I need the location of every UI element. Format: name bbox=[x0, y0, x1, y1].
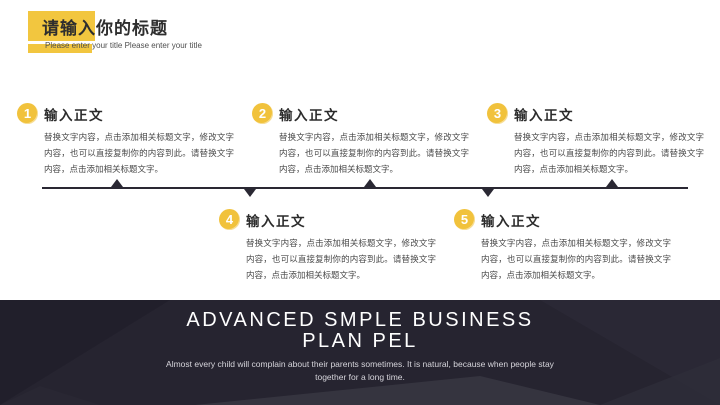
number-badge-4: 4 bbox=[219, 209, 240, 230]
item-body-text: 替换文字内容，点击添加相关标题文字，修改文字内容，也可以直接复制你的内容到此。请… bbox=[481, 238, 671, 280]
item-body-text: 替换文字内容，点击添加相关标题文字，修改文字内容，也可以直接复制你的内容到此。请… bbox=[246, 238, 436, 280]
footer-title-line2[interactable]: PLAN PEL bbox=[302, 330, 418, 352]
list-item-4[interactable]: 4 输入正文 替换文字内容，点击添加相关标题文字，修改文字内容，也可以直接复制你… bbox=[219, 209, 441, 283]
list-item-2[interactable]: 2 输入正文 替换文字内容，点击添加相关标题文字，修改文字内容，也可以直接复制你… bbox=[252, 103, 474, 177]
footer-polygon-decoration bbox=[0, 300, 720, 405]
footer-title-line1[interactable]: ADVANCED SMPLE BUSINESS bbox=[186, 309, 534, 331]
title-highlight-bar bbox=[28, 11, 95, 41]
number-badge-5: 5 bbox=[454, 209, 475, 230]
list-item-1[interactable]: 1 输入正文 替换文字内容，点击添加相关标题文字，修改文字内容，也可以直接复制你… bbox=[17, 103, 239, 177]
number-badge-1: 1 bbox=[17, 103, 38, 124]
item-heading: 输入正文 bbox=[44, 107, 104, 123]
item-heading: 输入正文 bbox=[279, 107, 339, 123]
item-heading: 输入正文 bbox=[481, 213, 541, 229]
page-title[interactable]: 请输入你的标题 bbox=[42, 19, 168, 38]
item-body-text: 替换文字内容，点击添加相关标题文字，修改文字内容，也可以直接复制你的内容到此。请… bbox=[44, 132, 234, 174]
timeline-arrow-up-icon bbox=[111, 179, 123, 187]
list-item-5[interactable]: 5 输入正文 替换文字内容，点击添加相关标题文字，修改文字内容，也可以直接复制你… bbox=[454, 209, 676, 283]
subtitle-highlight-bar bbox=[28, 44, 92, 53]
footer-subtitle[interactable]: Almost every child will complain about t… bbox=[166, 359, 554, 382]
number-badge-3: 3 bbox=[487, 103, 508, 124]
timeline-arrow-up-icon bbox=[364, 179, 376, 187]
item-heading: 输入正文 bbox=[246, 213, 306, 229]
page-subtitle[interactable]: Please enter your title Please enter you… bbox=[45, 41, 202, 50]
item-heading: 输入正文 bbox=[514, 107, 574, 123]
timeline-arrow-down-icon bbox=[482, 189, 494, 197]
timeline-arrow-down-icon bbox=[244, 189, 256, 197]
footer-banner: ADVANCED SMPLE BUSINESS PLAN PEL Almost … bbox=[0, 300, 720, 405]
timeline-arrow-up-icon bbox=[606, 179, 618, 187]
item-body-text: 替换文字内容，点击添加相关标题文字，修改文字内容，也可以直接复制你的内容到此。请… bbox=[279, 132, 469, 174]
number-badge-2: 2 bbox=[252, 103, 273, 124]
timeline-line bbox=[42, 187, 688, 189]
item-body-text: 替换文字内容，点击添加相关标题文字，修改文字内容，也可以直接复制你的内容到此。请… bbox=[514, 132, 704, 174]
list-item-3[interactable]: 3 输入正文 替换文字内容，点击添加相关标题文字，修改文字内容，也可以直接复制你… bbox=[487, 103, 709, 177]
